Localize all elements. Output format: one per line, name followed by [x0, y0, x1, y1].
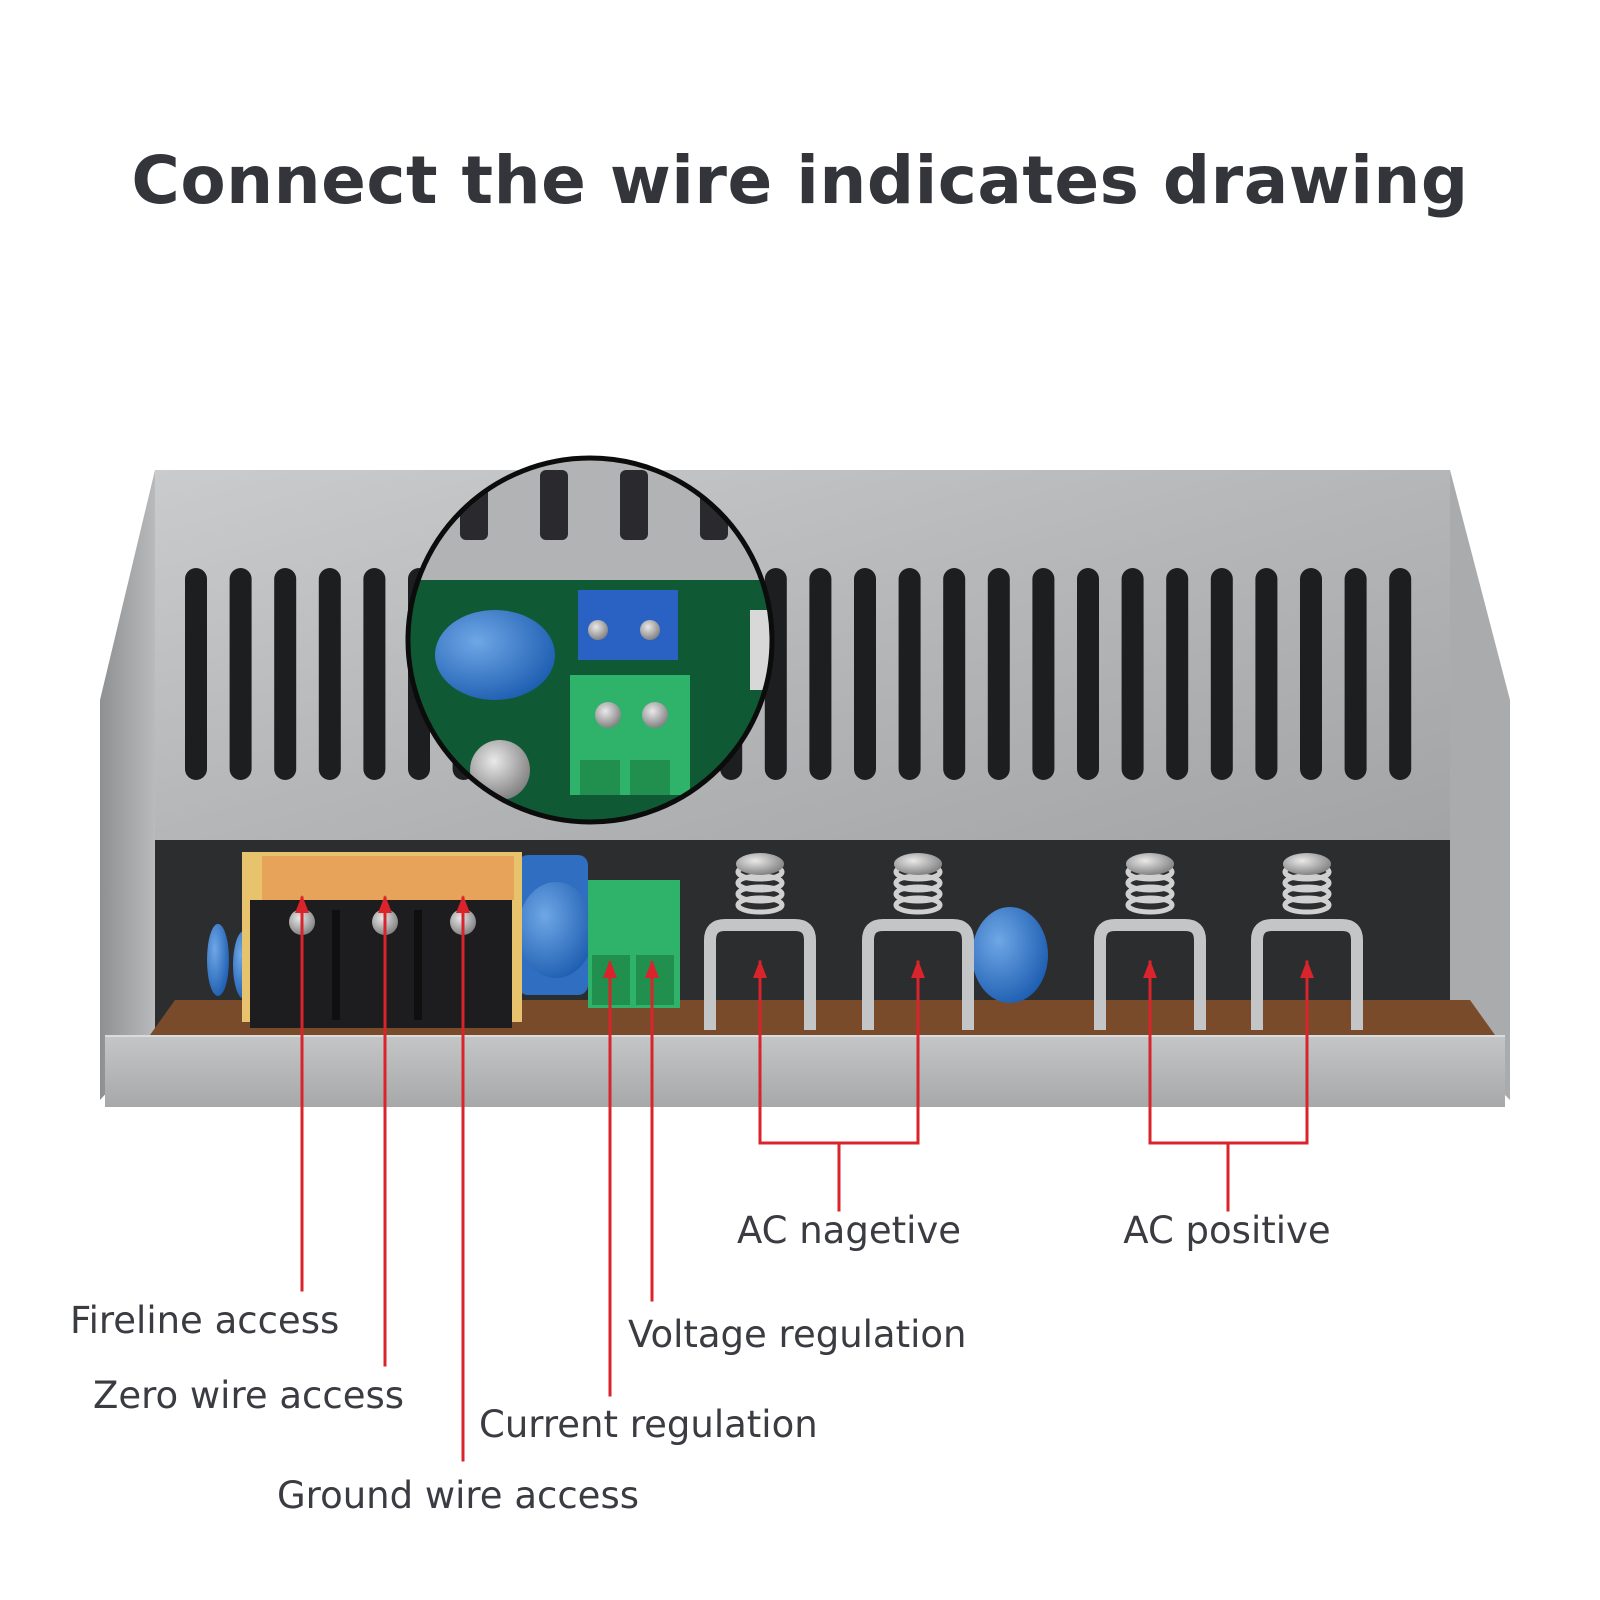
regulation-terminal	[588, 880, 680, 1008]
output-terminal	[1094, 853, 1206, 1030]
arrow-ac-negative-2	[911, 960, 925, 978]
vent-slot	[1121, 568, 1144, 780]
vent-slot	[1389, 568, 1412, 780]
page-title: Connect the wire indicates drawing	[131, 142, 1468, 219]
vent-slot	[185, 568, 207, 780]
label-zero-wire: Zero wire access	[93, 1374, 404, 1417]
label-current-regulation: Current regulation	[479, 1403, 818, 1446]
label-voltage-regulation: Voltage regulation	[628, 1313, 966, 1356]
vent-slot	[318, 568, 341, 780]
left-flange	[100, 470, 155, 1100]
vent-slot	[854, 568, 876, 780]
arrow-zero-wire	[378, 895, 392, 913]
output-terminal	[704, 853, 816, 1030]
vent-slot	[809, 568, 832, 780]
vent-slot	[1032, 568, 1055, 780]
vent-slot	[898, 568, 921, 780]
output-terminals	[704, 853, 1363, 1030]
arrow-current-regulation	[603, 960, 617, 978]
right-flange	[1450, 470, 1510, 1100]
label-ac-positive: AC positive	[1123, 1209, 1330, 1252]
label-fireline: Fireline access	[70, 1299, 339, 1342]
vent-slot	[1255, 568, 1278, 780]
front-tray	[105, 1035, 1505, 1107]
arrow-ground-wire	[456, 895, 470, 913]
vent-slot	[1300, 568, 1322, 780]
vent-slot	[1166, 568, 1189, 780]
vent-slot	[1210, 568, 1233, 780]
power-supply-illustration	[100, 455, 1510, 1107]
vent-slot	[1344, 568, 1367, 780]
leader-ac-negative	[758, 960, 920, 1212]
vent-slot	[229, 568, 252, 780]
vent-slot	[1077, 568, 1099, 780]
arrow-fireline	[295, 895, 309, 913]
label-ground-wire: Ground wire access	[277, 1474, 639, 1517]
output-terminal	[1251, 853, 1363, 1030]
leader-arrowheads	[295, 895, 1314, 978]
arrow-voltage-regulation	[645, 960, 659, 978]
arrow-ac-positive-2	[1300, 960, 1314, 978]
vent-slot	[274, 568, 297, 780]
arrow-ac-negative-1	[753, 960, 767, 978]
vent-slot	[363, 568, 386, 780]
leader-ac-positive	[1148, 960, 1309, 1212]
arrow-ac-positive-1	[1143, 960, 1157, 978]
output-terminal	[862, 853, 974, 1030]
label-ac-negative: AC nagetive	[737, 1209, 961, 1252]
leader-lines	[300, 896, 1309, 1462]
input-terminal-block	[242, 852, 522, 1028]
vent-slot	[987, 568, 1010, 780]
capacitors	[207, 855, 1048, 1003]
vent-slot	[943, 568, 966, 780]
